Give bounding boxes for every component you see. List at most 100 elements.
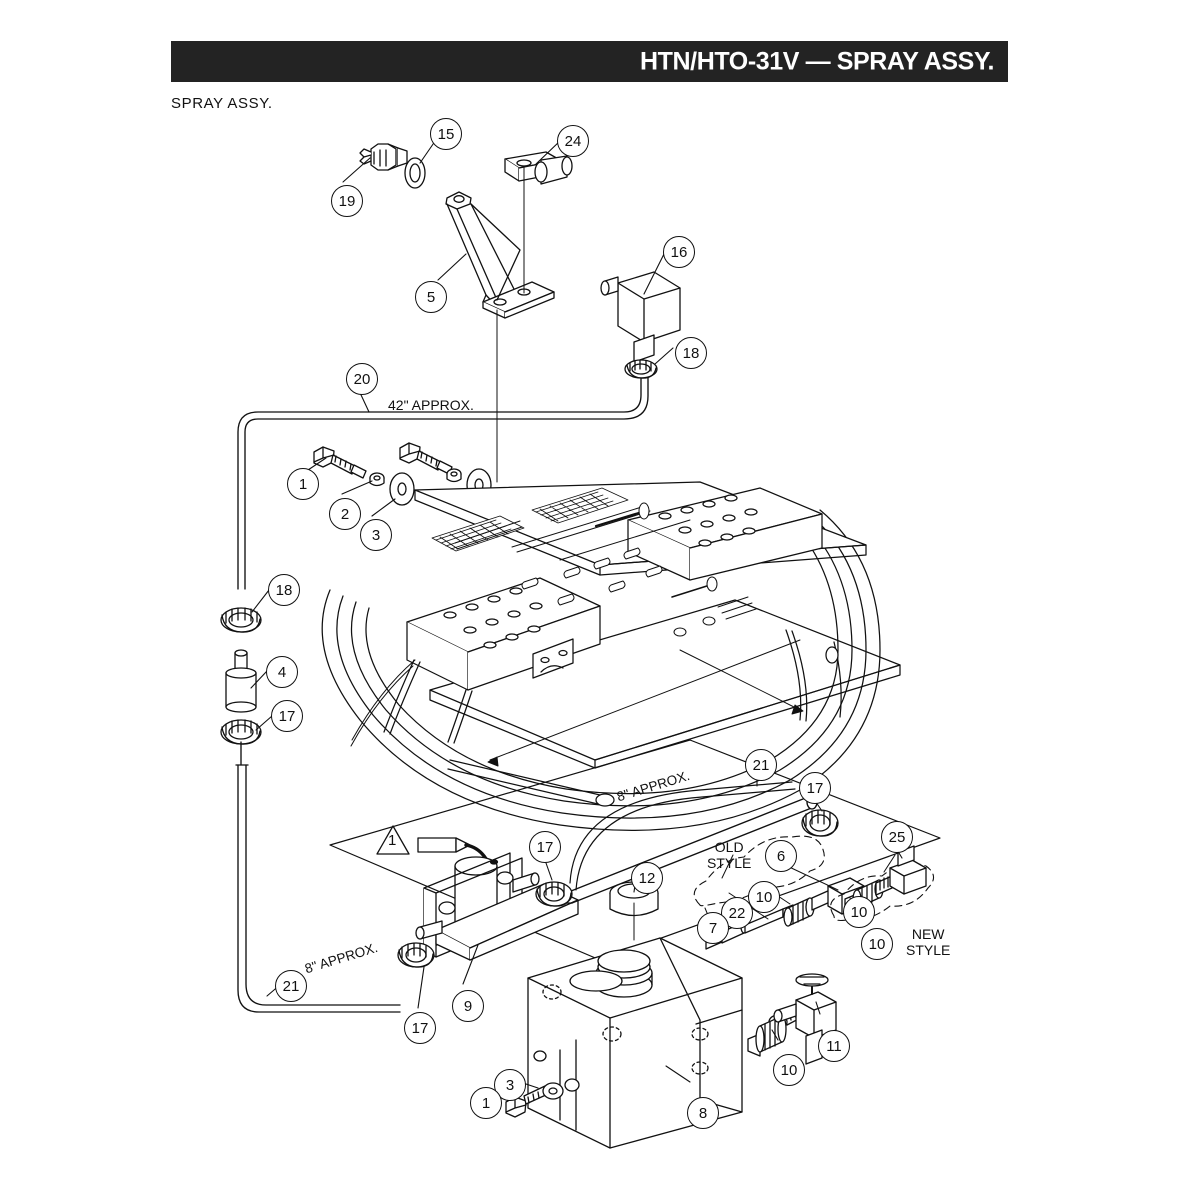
part-25-elbow bbox=[875, 845, 927, 896]
clamp-17-pump-inlet bbox=[397, 942, 435, 968]
callout-25[interactable]: 25 bbox=[881, 821, 913, 853]
washer-3-c bbox=[542, 1082, 564, 1100]
callout-label: 18 bbox=[275, 581, 293, 599]
washer-2-a bbox=[369, 472, 385, 487]
callout-label: 21 bbox=[752, 756, 770, 774]
dimension-arrows bbox=[487, 639, 804, 767]
deck-rails bbox=[454, 502, 757, 637]
callout-2[interactable]: 2 bbox=[329, 498, 361, 530]
callout-12[interactable]: 12 bbox=[631, 862, 663, 894]
carriage-right bbox=[627, 487, 823, 581]
part-4-inline bbox=[225, 649, 257, 713]
callout-18-top[interactable]: 18 bbox=[675, 337, 707, 369]
bracket-5 bbox=[445, 191, 555, 319]
callout-10-c[interactable]: 10 bbox=[861, 928, 893, 960]
callout-label: 12 bbox=[638, 869, 656, 887]
callout-4[interactable]: 4 bbox=[266, 656, 298, 688]
callout-11[interactable]: 11 bbox=[818, 1030, 850, 1062]
callout-9[interactable]: 9 bbox=[452, 990, 484, 1022]
callout-10-b[interactable]: 10 bbox=[843, 896, 875, 928]
callout-label: 9 bbox=[463, 997, 473, 1015]
callout-10-a[interactable]: 10 bbox=[748, 881, 780, 913]
callout-8[interactable]: 8 bbox=[687, 1097, 719, 1129]
header-bar: HTN/HTO-31V — SPRAY ASSY. bbox=[171, 41, 1008, 82]
machine-body bbox=[321, 481, 901, 831]
callout-24[interactable]: 24 bbox=[557, 125, 589, 157]
clamp-18-left bbox=[220, 607, 262, 633]
fitting-19 bbox=[359, 143, 408, 171]
label-old-style: OLD STYLE bbox=[707, 839, 752, 871]
callout-1-top[interactable]: 1 bbox=[287, 468, 319, 500]
callout-label: 10 bbox=[780, 1061, 798, 1079]
callout-18-left[interactable]: 18 bbox=[268, 574, 300, 606]
callout-label: 3 bbox=[505, 1076, 515, 1094]
part-10-nut-a bbox=[783, 897, 815, 927]
callout-1-bottom[interactable]: 1 bbox=[470, 1087, 502, 1119]
callout-label: 17 bbox=[411, 1019, 429, 1037]
callout-17-bottom[interactable]: 17 bbox=[404, 1012, 436, 1044]
callout-label: 17 bbox=[278, 707, 296, 725]
hose-loops bbox=[321, 509, 881, 831]
callout-label: 5 bbox=[426, 288, 436, 306]
callout-6[interactable]: 6 bbox=[765, 840, 797, 872]
callout-label: 7 bbox=[708, 919, 718, 937]
callout-15[interactable]: 15 bbox=[430, 118, 462, 150]
clamp-17-mid-right bbox=[801, 809, 839, 837]
callout-16[interactable]: 16 bbox=[663, 236, 695, 268]
bolt-1-a bbox=[313, 446, 367, 479]
washer-3-a bbox=[389, 472, 415, 506]
hose-bundle bbox=[350, 659, 416, 747]
mesh-panel-left bbox=[431, 515, 525, 552]
callout-label: 1 bbox=[481, 1094, 491, 1112]
page-title: HTN/HTO-31V — SPRAY ASSY. bbox=[639, 47, 994, 75]
washer-2-b bbox=[446, 468, 462, 483]
callout-7[interactable]: 7 bbox=[697, 912, 729, 944]
tank-8 bbox=[527, 937, 743, 1149]
bolt-1-c bbox=[505, 1085, 549, 1118]
warning-triangle-label: 1 bbox=[388, 832, 397, 849]
hose-20 bbox=[237, 377, 649, 590]
washer-15 bbox=[404, 157, 426, 189]
callout-17-left[interactable]: 17 bbox=[271, 700, 303, 732]
callout-label: 10 bbox=[850, 903, 868, 921]
callout-label: 21 bbox=[282, 977, 300, 995]
callout-21-low[interactable]: 21 bbox=[275, 970, 307, 1002]
pump-9 bbox=[415, 852, 579, 961]
callout-21-mid[interactable]: 21 bbox=[745, 749, 777, 781]
callout-label: 22 bbox=[728, 904, 746, 922]
callout-3-top[interactable]: 3 bbox=[360, 519, 392, 551]
solenoid-16 bbox=[600, 271, 681, 363]
callout-label: 25 bbox=[888, 828, 906, 846]
hose-clamp-18-top bbox=[624, 359, 658, 379]
carriage-left bbox=[406, 577, 601, 691]
callout-label: 8 bbox=[698, 1104, 708, 1122]
callout-label: 10 bbox=[868, 935, 886, 953]
callout-17-low[interactable]: 17 bbox=[529, 831, 561, 863]
callout-5[interactable]: 5 bbox=[415, 281, 447, 313]
callout-label: 17 bbox=[806, 779, 824, 797]
clamp-17-left bbox=[220, 719, 262, 745]
warning-triangle bbox=[376, 825, 410, 855]
callout-label: 1 bbox=[298, 475, 308, 493]
callout-label: 6 bbox=[776, 847, 786, 865]
part-24-block bbox=[504, 151, 573, 185]
part-10-nut-d bbox=[747, 1015, 787, 1057]
support-struts bbox=[383, 629, 842, 807]
callout-17-mid[interactable]: 17 bbox=[799, 772, 831, 804]
bolt-1-b bbox=[399, 442, 453, 475]
valve-11 bbox=[773, 973, 837, 1065]
hose-21-left bbox=[235, 741, 401, 1013]
callout-label: 2 bbox=[340, 505, 350, 523]
callout-20[interactable]: 20 bbox=[346, 363, 378, 395]
callout-label: 15 bbox=[437, 125, 455, 143]
callout-label: 4 bbox=[277, 663, 287, 681]
callout-label: 10 bbox=[755, 888, 773, 906]
mesh-panel-right bbox=[531, 487, 629, 524]
callout-label: 17 bbox=[536, 838, 554, 856]
callout-19[interactable]: 19 bbox=[331, 185, 363, 217]
callout-label: 20 bbox=[353, 370, 371, 388]
clamp-17-mid-left bbox=[535, 881, 573, 907]
callout-10-d[interactable]: 10 bbox=[773, 1054, 805, 1086]
